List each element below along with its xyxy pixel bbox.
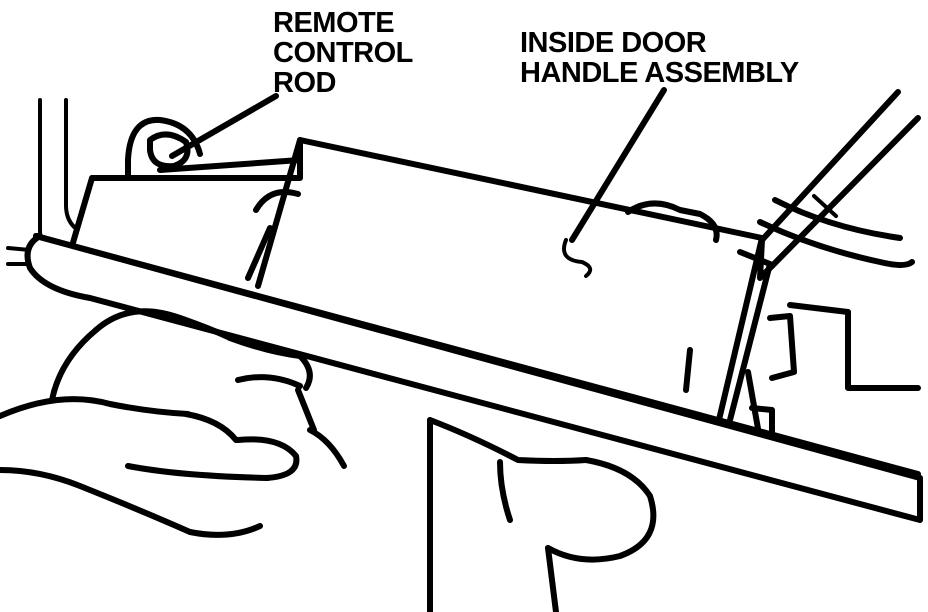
hand [0,189,657,612]
label-line: REMOTE [273,7,395,39]
door-panel-outline [6,98,921,391]
label-line: INSIDE DOOR [520,27,707,59]
leader-remote-control-rod [169,93,279,159]
label-inside-door-handle-assembly: INSIDE DOOR HANDLE ASSEMBLY [520,28,799,88]
label-remote-control-rod: REMOTE CONTROL ROD [273,8,413,98]
label-line: HANDLE ASSEMBLY [520,57,799,89]
label-line: CONTROL [273,37,413,69]
trim-plate [24,233,923,523]
screwdriver [757,89,921,281]
leader-inside-door-handle-assembly [569,87,667,243]
label-line: ROD [273,67,336,99]
